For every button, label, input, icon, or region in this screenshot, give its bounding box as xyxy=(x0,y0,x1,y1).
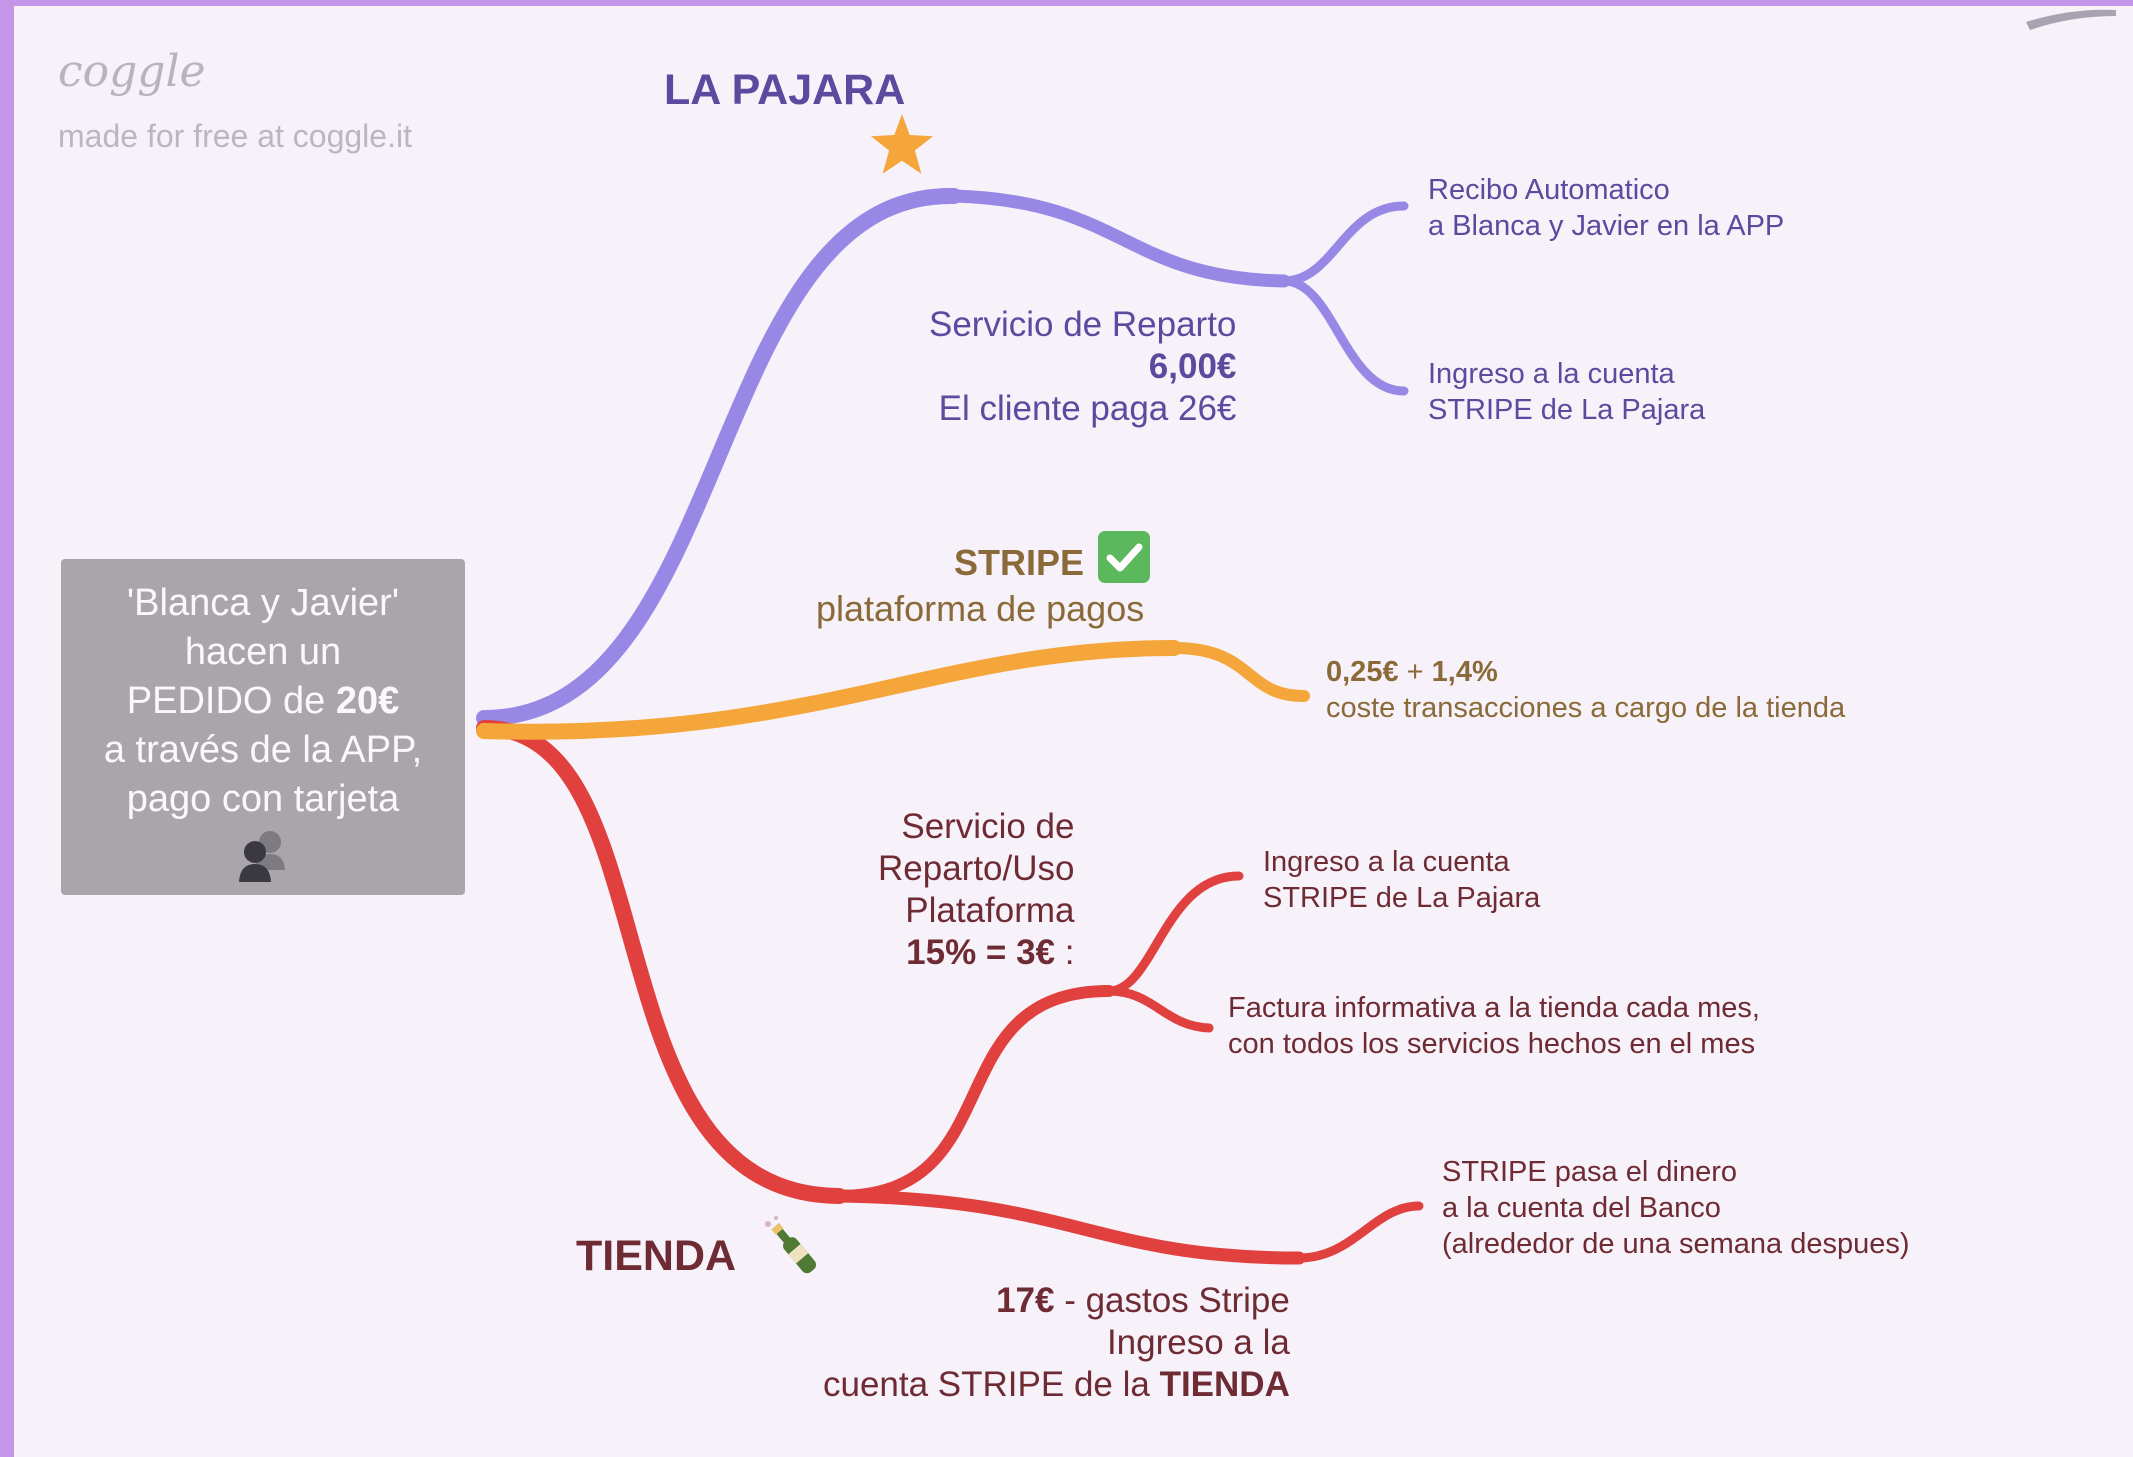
center-line-2: hacen un xyxy=(184,631,342,673)
people-icon xyxy=(239,831,285,882)
branch-tienda-sub1-leaf2 xyxy=(1104,986,1214,1033)
stripe-leaf-fees[interactable]: 0,25€ + 1,4% coste transacciones a cargo… xyxy=(1326,656,1846,724)
coggle-tagline[interactable]: made for free at coggle.it xyxy=(58,118,412,154)
branch-tienda-sub1-leaf1 xyxy=(1104,871,1244,996)
tienda-sub1-leaf-factura[interactable]: Factura informativa a la tienda cada mes… xyxy=(1228,992,1760,1060)
tienda-title[interactable]: TIENDA xyxy=(576,1232,737,1280)
coggle-logo[interactable]: coggle xyxy=(58,46,206,97)
champagne-icon xyxy=(765,1216,817,1274)
branch-pajara-leaf2 xyxy=(1279,276,1409,396)
center-line-5: pago con tarjeta xyxy=(126,778,400,820)
branch-curves xyxy=(476,187,1424,1265)
pajara-leaf-recibo[interactable]: Recibo Automatico a Blanca y Javier en l… xyxy=(1428,174,1785,242)
branch-pajara-segment xyxy=(947,189,1291,288)
check-icon xyxy=(1098,531,1150,583)
branch-tienda-sub2-leaf xyxy=(1294,1201,1424,1263)
branch-pajara-leaf1 xyxy=(1279,201,1409,286)
pajara-leaf-ingreso[interactable]: Ingreso a la cuenta STRIPE de La Pajara xyxy=(1428,358,1706,426)
corner-logo-icon xyxy=(2026,9,2116,30)
mindmap-canvas: coggle made for free at coggle.it 'Blanc… xyxy=(14,6,2133,1457)
stripe-subtitle[interactable]: plataforma de pagos xyxy=(816,588,1145,629)
branch-pajara xyxy=(476,187,962,726)
branch-tienda xyxy=(476,720,847,1204)
tienda-sub1-label[interactable]: Servicio de Reparto/Uso Plataforma 15% =… xyxy=(878,807,1075,972)
center-line-1: 'Blanca y Javier' xyxy=(126,582,400,624)
branch-tienda-sub2 xyxy=(832,1189,1306,1265)
pajara-title[interactable]: LA PAJARA xyxy=(664,66,906,114)
pajara-label[interactable]: Servicio de Reparto 6,00€ El cliente pag… xyxy=(929,305,1237,428)
center-line-3: PEDIDO de 20€ xyxy=(126,680,400,722)
center-line-4: a través de la APP, xyxy=(103,729,423,771)
branch-stripe-leaf xyxy=(1168,642,1310,702)
branch-stripe xyxy=(476,640,1182,740)
stripe-title[interactable]: STRIPE xyxy=(954,542,1085,583)
star-icon xyxy=(871,114,933,174)
center-node[interactable]: 'Blanca y Javier' hacen un PEDIDO de 20€… xyxy=(61,559,465,895)
tienda-sub1-leaf-ingreso[interactable]: Ingreso a la cuenta STRIPE de La Pajara xyxy=(1263,846,1541,914)
tienda-sub2-leaf-banco[interactable]: STRIPE pasa el dinero a la cuenta del Ba… xyxy=(1442,1156,1910,1260)
branch-tienda-sub1 xyxy=(833,985,1115,1202)
tienda-sub2-label[interactable]: 17€ - gastos Stripe Ingreso a la cuenta … xyxy=(823,1281,1290,1404)
